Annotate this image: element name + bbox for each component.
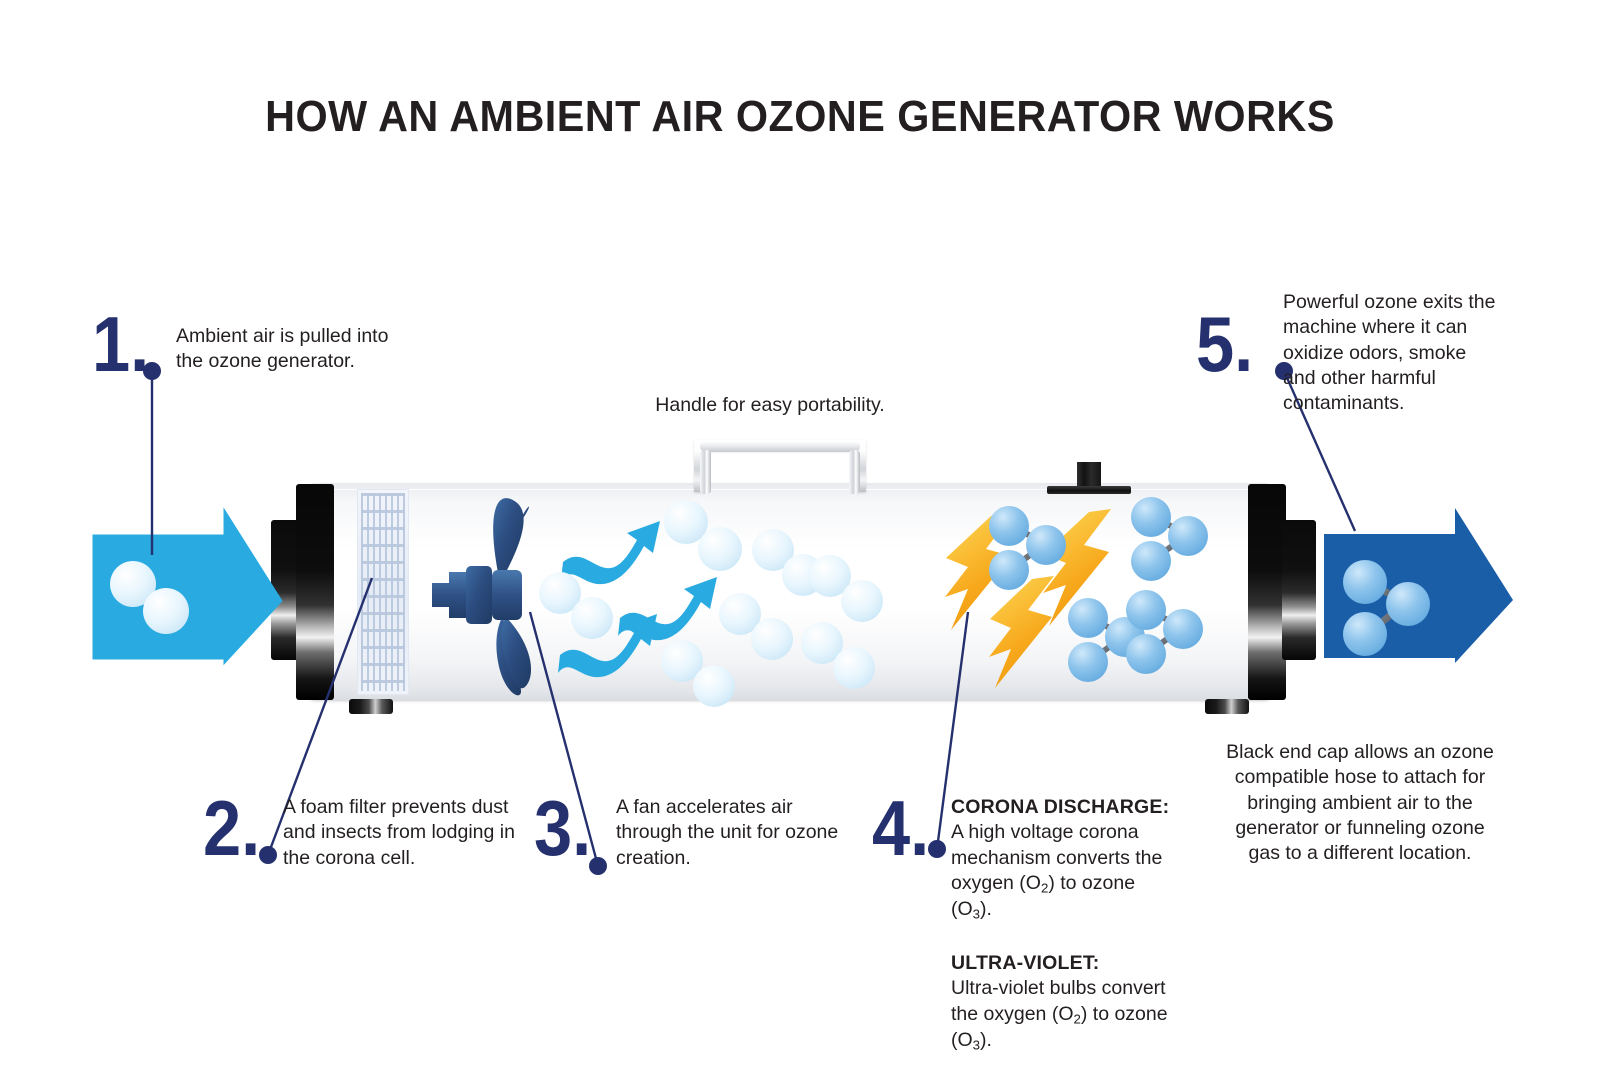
handle-bar [700,441,860,452]
uv-body-part-c: ). [980,1028,992,1051]
corona-discharge-heading: CORONA DISCHARGE: [951,796,1170,818]
step-number-2: 2. [203,784,261,872]
step-number-4: 4. [872,784,930,872]
uv-body-part-b: ) to ozone (O [951,1002,1168,1051]
top-vent [1077,462,1101,488]
right-end-cap-outer [1282,520,1316,660]
step-5-line-3: oxidize odors, smoke [1283,341,1467,364]
step-text-4: CORONA DISCHARGE: A high voltage corona … [951,795,1173,1053]
step-4-spacer [951,923,1173,951]
handle-leg-left [700,450,711,494]
left-end-cap-inner [296,484,334,700]
corona-body-part-b: ) to ozone (O [951,872,1136,920]
ozone-outlet-arrow [1324,508,1513,663]
corona-sub-o3: 3 [972,906,981,922]
step-2-line-2: and insects from lodging in [283,821,515,844]
step-3-line-1: A fan accelerates air [616,796,793,818]
step-text-3: A fan accelerates air through the unit f… [616,795,856,871]
end-cap-callout: Black end cap allows an ozone compatible… [1220,740,1500,867]
step-5-line-1: Powerful ozone exits the [1283,291,1496,313]
leader-dot-3 [589,857,607,875]
step-text-1: Ambient air is pulled into the ozone gen… [176,324,416,375]
right-end-cap-inner [1248,484,1286,700]
step-3-line-2: through the unit for ozone [616,821,839,844]
foot-left [349,699,393,714]
endcap-line-4: generator or funneling ozone [1235,817,1485,840]
endcap-line-5: gas to a different location. [1248,842,1472,865]
step-2-line-1: A foam filter prevents dust [283,796,509,818]
top-vent-base [1047,486,1131,494]
foot-right [1205,699,1249,714]
corona-discharge-body: A high voltage corona mechanism converts… [951,820,1173,923]
step-5-line-4: and other harmful [1283,367,1436,390]
step-number-3: 3. [534,784,592,872]
handle-leg-right [849,450,860,494]
endcap-line-3: bringing ambient air to the [1247,791,1473,814]
ambient-air-inlet-arrow [92,507,283,666]
endcap-line-1: Black end cap allows an ozone [1226,741,1494,763]
step-5-line-5: contaminants. [1283,392,1405,415]
generator-body [305,483,1275,701]
ultra-violet-heading: ULTRA-VIOLET: [951,951,1100,974]
page-title: HOW AN AMBIENT AIR OZONE GENERATOR WORKS [265,92,1335,141]
handle-callout: Handle for easy portability. [655,394,885,416]
corona-body-part-c: ). [980,897,992,920]
endcap-line-2: compatible hose to attach for [1234,766,1486,789]
step-2-line-3: the corona cell. [283,846,416,869]
step-number-1: 1. [92,300,150,388]
uv-sub-o2: 2 [1073,1011,1081,1027]
step-number-5: 5. [1196,300,1254,388]
corona-body-part-a: A high voltage corona mechanism converts… [951,821,1163,895]
step-1-line-2: the ozone generator. [176,350,355,373]
step-3-line-3: creation. [616,846,691,869]
step-text-2: A foam filter prevents dust and insects … [283,795,533,871]
uv-sub-o3: 3 [972,1037,981,1053]
ozone-molecule-outlet [1343,560,1430,656]
step-5-line-2: machine where it can [1283,316,1468,339]
ultra-violet-body: Ultra-violet bulbs convert the oxygen (O… [951,976,1173,1053]
step-text-5: Powerful ozone exits the machine where i… [1283,290,1513,417]
oxygen-molecule-inlet [110,561,189,634]
foam-filter-grid [361,493,405,691]
leader-dot-4 [928,840,946,858]
step-1-line-1: Ambient air is pulled into [176,325,389,347]
leader-dot-2 [259,846,277,864]
foam-filter [357,489,409,695]
uv-body-part-a: Ultra-violet bulbs convert the oxygen (O [951,977,1166,1025]
corona-sub-o2: 2 [1040,880,1049,896]
